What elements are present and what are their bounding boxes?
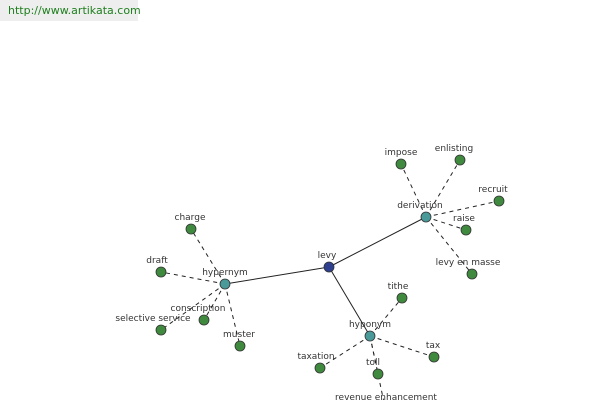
node-label-levy[interactable]: levy [318, 251, 337, 261]
edge-hypernym-muster [224, 283, 241, 347]
node-label-impose[interactable]: impose [385, 148, 418, 158]
node-label-recruit[interactable]: recruit [478, 185, 508, 195]
edge-hypernym-charge [190, 228, 226, 285]
node-hyponym[interactable]: hyponym [349, 320, 391, 342]
node-dot-raise[interactable] [460, 224, 472, 236]
node-dot-selective-service[interactable] [155, 324, 167, 336]
node-levy-en-masse[interactable]: levy en masse [436, 258, 501, 280]
node-derivation[interactable]: derivation [397, 201, 443, 223]
node-dot-impose[interactable] [395, 158, 407, 170]
edge-hypernym-selective-service [160, 283, 226, 331]
node-dot-muster[interactable] [234, 340, 246, 352]
node-dot-levy[interactable] [323, 261, 335, 273]
node-revenue-enhancement[interactable]: revenue enhancement [335, 393, 437, 400]
edges-layer [160, 159, 500, 400]
node-recruit[interactable]: recruit [478, 185, 508, 207]
node-label-raise[interactable]: raise [453, 214, 475, 224]
node-draft[interactable]: draft [146, 256, 168, 278]
nodes-layer: impose enlisting recruit raise levy en masse… [115, 144, 508, 400]
node-label-hyponym[interactable]: hyponym [349, 320, 391, 330]
node-muster[interactable]: muster [223, 330, 255, 352]
node-charge[interactable]: charge [175, 213, 206, 235]
node-dot-tax[interactable] [428, 351, 440, 363]
node-dot-conscription[interactable] [198, 314, 210, 326]
node-levy[interactable]: levy [318, 251, 337, 273]
node-selective-service[interactable]: selective service [115, 314, 191, 336]
node-conscription[interactable]: conscription [171, 304, 226, 326]
node-dot-hypernym[interactable] [219, 278, 231, 290]
node-dot-hyponym[interactable] [364, 330, 376, 342]
node-toll[interactable]: toll [366, 358, 384, 380]
node-label-enlisting[interactable]: enlisting [435, 144, 473, 154]
edge-derivation-enlisting [425, 159, 461, 218]
node-label-levy-en-masse[interactable]: levy en masse [436, 258, 501, 268]
node-label-conscription[interactable]: conscription [171, 304, 226, 314]
edge-levy-hyponym [328, 266, 371, 337]
node-dot-tithe[interactable] [396, 292, 408, 304]
node-dot-derivation[interactable] [420, 211, 432, 223]
node-label-tithe[interactable]: tithe [388, 282, 409, 292]
node-dot-recruit[interactable] [493, 195, 505, 207]
edge-levy-derivation [328, 216, 427, 268]
node-hypernym[interactable]: hypernym [202, 268, 248, 290]
node-enlisting[interactable]: enlisting [435, 144, 473, 166]
node-label-toll[interactable]: toll [366, 358, 380, 368]
node-dot-toll[interactable] [372, 368, 384, 380]
node-label-taxation[interactable]: taxation [297, 352, 334, 362]
node-label-draft[interactable]: draft [146, 256, 168, 266]
node-dot-draft[interactable] [155, 266, 167, 278]
node-tithe[interactable]: tithe [388, 282, 409, 304]
edge-hypernym-draft [160, 271, 226, 285]
node-impose[interactable]: impose [385, 148, 418, 170]
edge-hyponym-tithe [369, 297, 403, 337]
node-label-muster[interactable]: muster [223, 330, 255, 340]
edge-derivation-raise [425, 216, 467, 231]
edge-hyponym-revenue-enhancement [369, 335, 384, 400]
node-label-derivation[interactable]: derivation [397, 201, 443, 211]
node-tax[interactable]: tax [426, 341, 441, 363]
node-dot-levy-en-masse[interactable] [466, 268, 478, 280]
edge-hypernym-conscription [203, 283, 226, 321]
site-url-link[interactable]: http://www.artikata.com [8, 4, 141, 17]
url-bar: http://www.artikata.com [0, 0, 141, 21]
node-label-charge[interactable]: charge [175, 213, 206, 223]
node-raise[interactable]: raise [453, 214, 475, 236]
node-label-hypernym[interactable]: hypernym [202, 268, 248, 278]
node-taxation[interactable]: taxation [297, 352, 335, 374]
node-label-tax[interactable]: tax [426, 341, 441, 351]
edge-levy-hypernym [224, 266, 330, 285]
node-dot-taxation[interactable] [314, 362, 326, 374]
node-dot-charge[interactable] [185, 223, 197, 235]
edge-derivation-impose [400, 163, 427, 218]
node-label-revenue-enhancement[interactable]: revenue enhancement [335, 393, 437, 400]
node-dot-enlisting[interactable] [454, 154, 466, 166]
node-label-selective-service[interactable]: selective service [115, 314, 191, 324]
edge-hyponym-tax [369, 335, 435, 358]
edge-hyponym-taxation [319, 335, 371, 369]
